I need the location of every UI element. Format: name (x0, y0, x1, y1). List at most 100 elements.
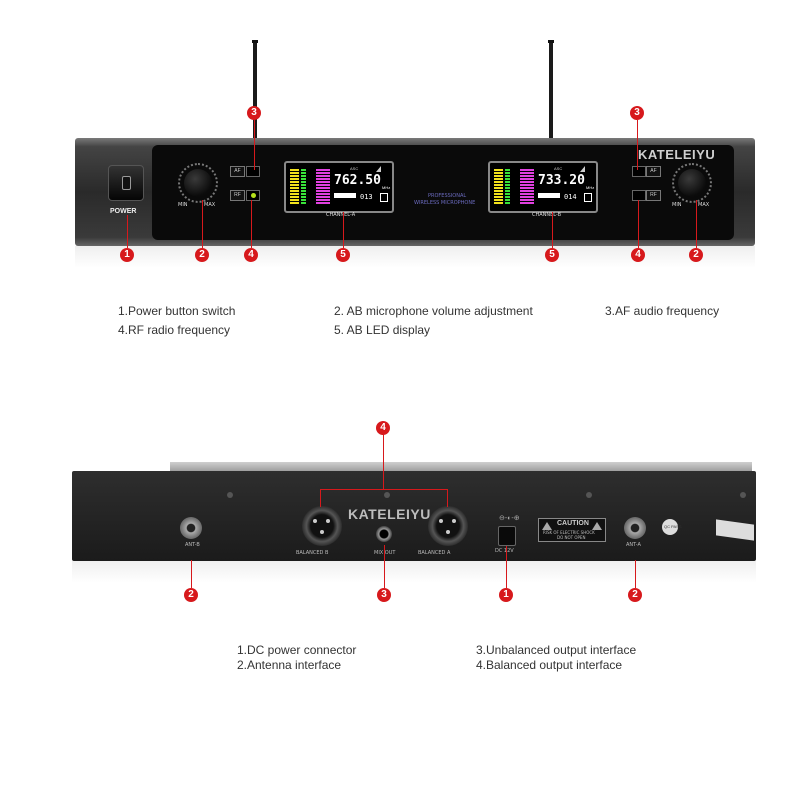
xlr-pin-icon (326, 519, 330, 523)
lcd-a-bar-magenta (316, 169, 330, 205)
dc-label: DC 12V (495, 548, 514, 554)
rear-legend-3: 3.Unbalanced output interface (476, 643, 637, 657)
leader-af-right (637, 120, 638, 170)
brand-logo-front: KATELEIYU (638, 147, 716, 162)
ant-a-label: ANT-A (626, 542, 641, 548)
lcd-a-lock-icon (380, 193, 388, 202)
leader-balanced-top (383, 434, 384, 489)
front-legend-2: 2. AB microphone volume adjustment (334, 304, 533, 318)
xlr-pin-icon (313, 519, 317, 523)
af-badge-right: AF (646, 166, 661, 177)
lcd-a-level-bar (334, 193, 356, 198)
front-legend-5: 5. AB LED display (334, 323, 431, 337)
lcd-b-bar-green (505, 169, 510, 205)
caution-label: CAUTION RISK OF ELECTRIC SHOCK DO NOT OP… (538, 518, 606, 542)
balanced-b-label: BALANCED B (296, 550, 329, 556)
callout-ant-b: 2 (184, 588, 198, 602)
balanced-a-label: BALANCED A (418, 550, 451, 556)
rear-chassis (72, 471, 756, 561)
power-button[interactable] (108, 165, 144, 201)
callout-af-right: 3 (630, 106, 644, 120)
lcd-display-a: ASC 762.50 MHz 013 (284, 161, 394, 213)
dc-jack[interactable] (498, 526, 516, 546)
lcd-b-lock-icon (584, 193, 592, 202)
rear-legend-2: 2.Antenna interface (237, 658, 342, 672)
antenna-connector-b[interactable] (180, 517, 202, 539)
lcd-a-bar-yellow (290, 169, 299, 205)
rf-badge-right: RF (646, 190, 661, 201)
screw-icon (740, 492, 746, 498)
caution-line1: RISK OF ELECTRIC SHOCK (543, 530, 595, 535)
knob-left-min: MIN (178, 202, 188, 208)
lcd-a-channel: 013 (360, 193, 373, 201)
rf-badge-left: RF (230, 190, 245, 201)
warning-triangle-icon (592, 522, 602, 530)
xlr-connector-a[interactable] (428, 506, 468, 546)
leader-knob-left (202, 200, 203, 248)
leader-dc (506, 546, 507, 588)
lcd-b-channel: 014 (564, 193, 577, 201)
leader-af-left (254, 120, 255, 170)
leader-ant-a (635, 560, 636, 588)
front-legend-3: 3.AF audio frequency (605, 304, 720, 318)
front-legend-4: 4.RF radio frequency (118, 323, 231, 337)
knob-right-ring (672, 163, 712, 203)
lcd-a-signal-icon (376, 166, 381, 172)
callout-rf-left: 4 (244, 248, 258, 262)
af-indicator-right (632, 166, 646, 177)
rf-led-left-icon (251, 193, 256, 198)
lcd-b-frequency: 733.20 (538, 173, 585, 188)
callout-knob-left: 2 (195, 248, 209, 262)
leader-knob-right (696, 200, 697, 248)
volume-knob-left[interactable] (184, 169, 212, 197)
ant-b-label: ANT-B (185, 542, 200, 548)
lcd-b-level-bar (538, 193, 560, 198)
brand-logo-rear: KATELEIYU (348, 506, 431, 522)
xlr-pin-icon (320, 530, 324, 534)
knob-left-ring (178, 163, 218, 203)
qc-sticker-text: QC PASS (664, 524, 682, 529)
leader-power (127, 215, 128, 248)
callout-power: 1 (120, 248, 134, 262)
xlr-connector-b[interactable] (302, 506, 342, 546)
callout-dc: 1 (499, 588, 513, 602)
antenna-right-icon (548, 40, 554, 153)
rf-indicator-left (246, 190, 260, 201)
callout-balanced: 4 (376, 421, 390, 435)
leader-balanced-bar (320, 489, 448, 490)
channel-b-label: CHANNEL-B (532, 212, 562, 218)
knob-right-max: MAX (698, 202, 710, 208)
af-indicator-left (246, 166, 260, 177)
volume-knob-right[interactable] (678, 169, 706, 197)
rf-indicator-right (632, 190, 646, 201)
callout-ant-a: 2 (628, 588, 642, 602)
rear-legend-4: 4.Balanced output interface (476, 658, 623, 672)
channel-a-label: CHANNEL-A (326, 212, 356, 218)
leader-rf-right (638, 200, 639, 248)
screw-icon (384, 492, 390, 498)
screw-icon (586, 492, 592, 498)
xlr-pin-icon (452, 519, 456, 523)
antenna-left-icon (252, 40, 258, 153)
rear-chassis-top (170, 462, 752, 472)
lcd-a-bar-green (301, 169, 306, 205)
lcd-display-b: ASC 733.20 MHz 014 (488, 161, 598, 213)
callout-af-left: 3 (247, 106, 261, 120)
dc-polarity-icon: ⊖-◐-⊕ (499, 515, 520, 522)
lcd-a-frequency: 762.50 (334, 173, 381, 188)
leader-lcd-left (343, 212, 344, 248)
af-badge-left: AF (230, 166, 245, 177)
leader-rf-left (251, 200, 252, 248)
antenna-connector-a[interactable] (624, 517, 646, 539)
lcd-a-unit: MHz (382, 185, 391, 190)
knob-left-max: MAX (204, 202, 216, 208)
callout-knob-right: 2 (689, 248, 703, 262)
callout-lcd-left: 5 (336, 248, 350, 262)
qc-sticker: QC PASS (662, 519, 682, 535)
center-text-2: WIRELESS MICROPHONE (414, 200, 476, 206)
mix-out-jack[interactable] (376, 526, 392, 542)
caution-line2: DO NOT OPEN (557, 535, 586, 540)
leader-ant-b (191, 560, 192, 588)
leader-lcd-right (552, 212, 553, 248)
center-text-1: PROFESSIONAL (428, 193, 467, 199)
